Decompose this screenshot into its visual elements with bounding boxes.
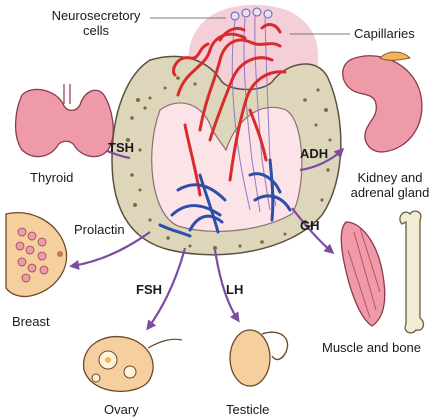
muscle-illustration (341, 222, 385, 326)
kidney-adrenal-label: Kidney and adrenal gland (344, 170, 436, 200)
kidney-illustration (343, 52, 422, 152)
ovary-illustration (84, 337, 182, 392)
fsh-label: FSH (136, 282, 162, 297)
lh-label: LH (226, 282, 243, 297)
capillaries-label: Capillaries (354, 26, 415, 41)
thyroid-label: Thyroid (30, 170, 73, 185)
neurosecretory-cells-label: Neurosecretory cells (42, 8, 150, 38)
bone-illustration (400, 211, 424, 333)
ovary-label: Ovary (104, 402, 139, 417)
gh-label: GH (300, 218, 320, 233)
prolactin-label: Prolactin (74, 222, 125, 237)
muscle-bone-label: Muscle and bone (322, 340, 421, 355)
breast-label: Breast (12, 314, 50, 329)
breast-illustration (6, 213, 67, 297)
adh-label: ADH (300, 146, 328, 161)
testicle-illustration (230, 330, 288, 386)
tsh-label: TSH (108, 140, 134, 155)
testicle-label: Testicle (226, 402, 269, 417)
thyroid-illustration (16, 84, 114, 157)
